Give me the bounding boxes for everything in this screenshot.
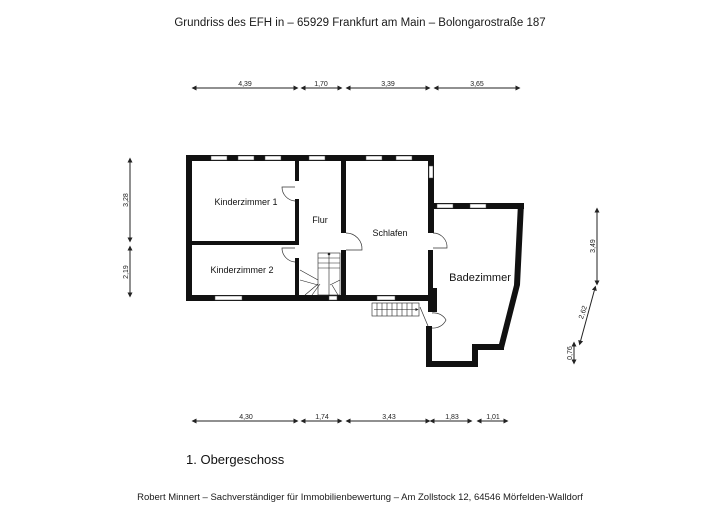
- dim-right-1: 3,49: [590, 239, 597, 253]
- windows: [210, 155, 487, 301]
- dim-top-1: 4,39: [238, 81, 252, 88]
- walls: [186, 155, 524, 367]
- dim-left-1: 3,28: [123, 193, 130, 207]
- dim-right-3: 0,76: [567, 346, 574, 360]
- staircase-inner: [299, 252, 341, 296]
- room-label-kinderzimmer-1: Kinderzimmer 1: [214, 197, 277, 207]
- dim-right-2: 2,62: [578, 305, 589, 320]
- dim-bottom-1: 4,30: [239, 414, 253, 421]
- floor-label: 1. Obergeschoss: [186, 452, 285, 467]
- room-label-flur: Flur: [312, 215, 328, 225]
- dim-top-4: 3,65: [470, 81, 484, 88]
- dim-bottom-2: 1,74: [315, 414, 329, 421]
- plan-title: Grundriss des EFH in – 65929 Frankfurt a…: [174, 17, 546, 29]
- dim-top-3: 3,39: [381, 81, 395, 88]
- room-label-schlafen: Schlafen: [372, 228, 407, 238]
- dim-left-2: 2,19: [123, 265, 130, 279]
- dim-bottom-4: 1,83: [445, 414, 459, 421]
- dim-bottom-3: 3,43: [382, 414, 396, 421]
- room-label-kinderzimmer-2: Kinderzimmer 2: [210, 265, 273, 275]
- staircase-outer: [371, 302, 420, 317]
- right-dimension-chain: [571, 207, 600, 365]
- dim-bottom-5: 1,01: [486, 414, 500, 421]
- room-label-badezimmer: Badezimmer: [449, 272, 511, 284]
- footer-credit: Robert Minnert – Sachverständiger für Im…: [137, 492, 583, 503]
- dim-top-2: 1,70: [314, 81, 328, 88]
- doors: [281, 186, 448, 329]
- stair-marker-icon: [327, 252, 331, 256]
